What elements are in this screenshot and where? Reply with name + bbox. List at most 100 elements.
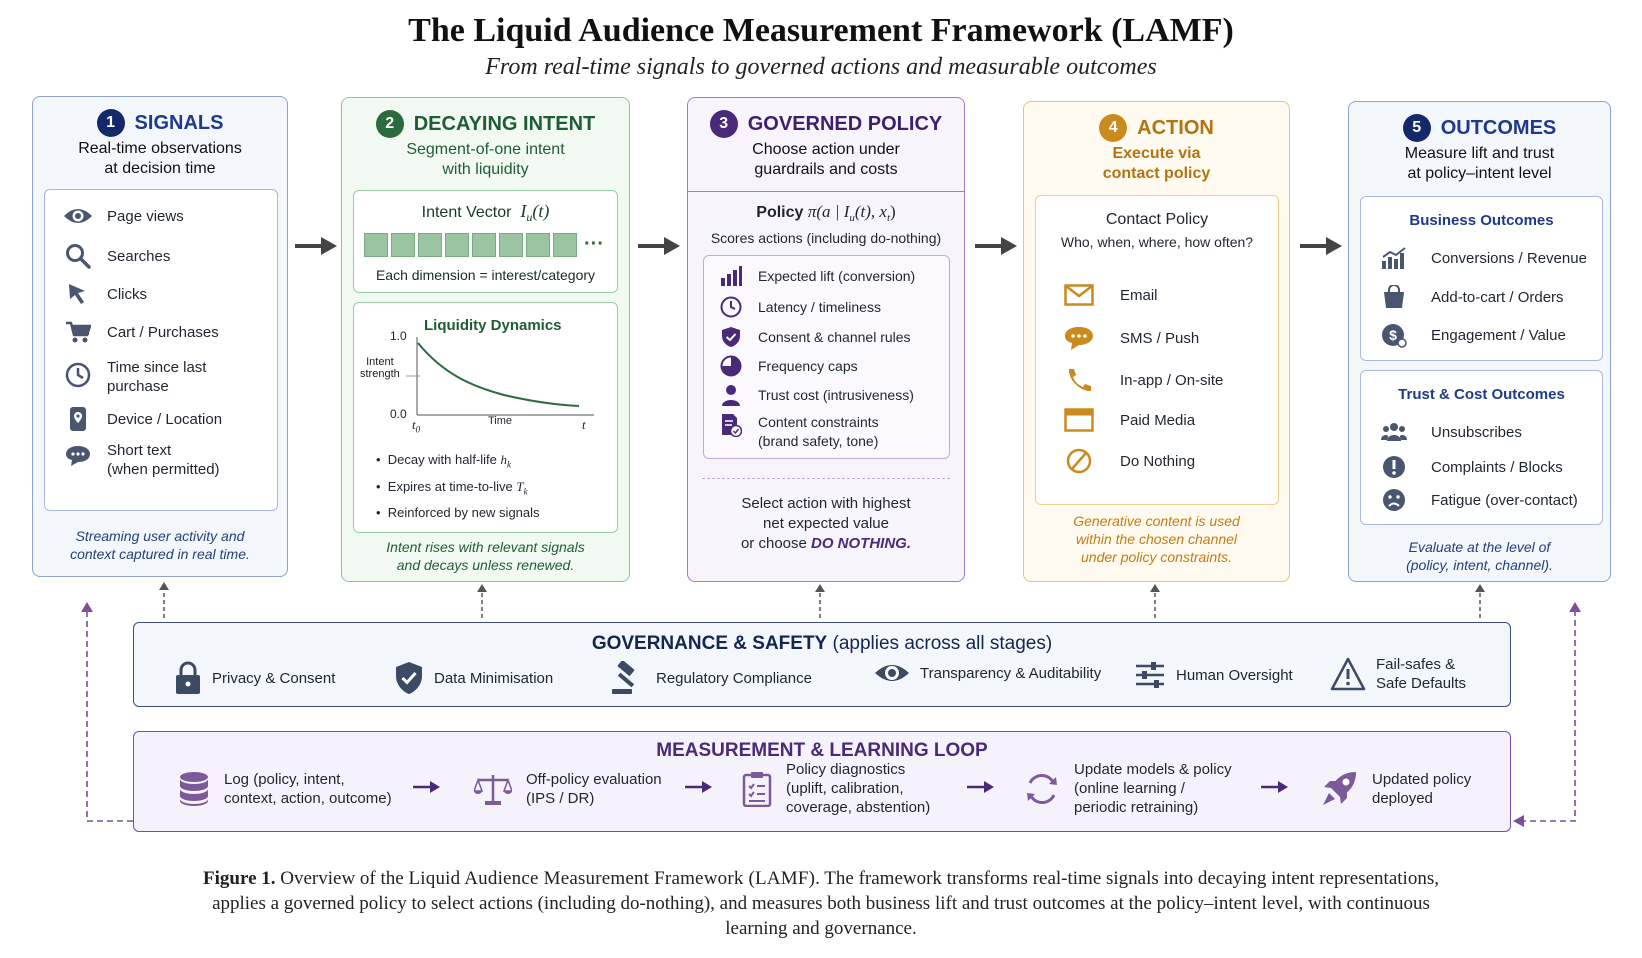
factor-frequency: Frequency caps <box>720 355 858 377</box>
vec-sub: u <box>526 210 533 225</box>
loop-label-cont: periodic retraining) <box>1074 799 1199 816</box>
stage-governed-policy: 3 GOVERNED POLICY Choose action under gu… <box>687 97 965 582</box>
intent-sub1: Segment-of-one intent <box>406 141 565 158</box>
alert-icon <box>1383 456 1405 478</box>
document-shield-icon <box>722 414 742 437</box>
svg-text:$: $ <box>1389 327 1397 343</box>
liquidity-decay-chart <box>406 337 594 416</box>
signals-sub1: Real-time observations <box>78 140 242 157</box>
loop-label: Update models & policy <box>1074 761 1232 778</box>
outcome-fatigue: Fatigue (over-contact) <box>1381 487 1578 513</box>
signal-short-text: Short text(when permitted) <box>65 441 220 479</box>
factor-latency: Latency / timeliness <box>720 296 881 318</box>
learning-loop-panel: MEASUREMENT & LEARNING LOOP Log (policy,… <box>133 731 1511 832</box>
channel-label: Paid Media <box>1120 411 1196 429</box>
policy-sub1: Choose action under <box>752 141 900 158</box>
factor-label: Trust cost (intrusiveness) <box>758 386 914 403</box>
outcome-label: Conversions / Revenue <box>1431 249 1587 267</box>
policy-header: 3 GOVERNED POLICY <box>688 110 964 138</box>
gov-label-cont: Safe Defaults <box>1376 675 1467 692</box>
shopping-bag-icon <box>1384 285 1404 308</box>
outcome-label: Complaints / Blocks <box>1431 458 1563 476</box>
outcome-unsubscribes: Unsubscribes <box>1381 421 1522 443</box>
vector-cell <box>553 233 577 257</box>
step-4-badge: 4 <box>1099 114 1128 142</box>
scales-icon <box>474 775 512 805</box>
action-heading: ACTION <box>1137 116 1214 139</box>
signal-label-cont: (when permitted) <box>107 461 220 478</box>
search-icon <box>66 244 91 269</box>
clipboard-icon <box>742 771 772 807</box>
policy-select: Select action with highest net expected … <box>688 494 964 554</box>
loop-arrow-4 <box>1261 781 1288 793</box>
figure-caption: Figure 1. Overview of the Liquid Audienc… <box>181 866 1461 941</box>
gov-label: Transparency & Auditability <box>920 664 1102 682</box>
loop-label: Updated policy <box>1372 771 1472 788</box>
vec-math: I <box>520 201 527 221</box>
select-or: or choose <box>740 535 807 552</box>
caption-lead: Overview of the <box>275 868 409 889</box>
select-line-3: or choose DO NOTHING. <box>688 534 964 554</box>
channel-paid-media: Paid Media <box>1064 408 1195 432</box>
action-foot1: Generative content is used <box>1073 513 1240 529</box>
channel-email: Email <box>1064 284 1158 306</box>
loop-step-diagnostics: Policy diagnostics(uplift, calibration,c… <box>742 760 930 817</box>
signals-foot1: Streaming user activity and <box>75 528 245 544</box>
action-sub1: Execute via <box>1112 145 1201 162</box>
factor-label: Expected lift (conversion) <box>758 267 916 284</box>
step-3-badge: 3 <box>709 110 738 138</box>
t0-sub: 0 <box>415 424 421 435</box>
outcome-engagement: $Engagement / Value <box>1381 322 1566 348</box>
stage-decaying-intent: 2 DECAYING INTENT Segment-of-one intent … <box>341 97 630 582</box>
signal-device: Device / Location <box>67 406 222 432</box>
business-outcomes-box: Business Outcomes Conversions / Revenue … <box>1360 196 1603 361</box>
loop-heading: MEASUREMENT & LEARNING LOOP <box>656 740 988 761</box>
channel-do-nothing: Do Nothing <box>1064 448 1195 474</box>
email-icon <box>1064 284 1094 306</box>
contact-policy-title: Contact Policy <box>1105 211 1209 228</box>
factor-content: Content constraints(brand safety, tone) <box>720 413 879 451</box>
vector-cell <box>391 233 415 257</box>
gov-privacy: Privacy & Consent <box>174 661 335 695</box>
x-tick-t0: t0 <box>412 417 420 435</box>
factor-consent: Consent & channel rules <box>720 326 911 348</box>
outcome-label: Add-to-cart / Orders <box>1431 288 1564 306</box>
signal-searches: Searches <box>65 243 170 269</box>
intent-dim-note: Each dimension = interest/category <box>375 267 596 283</box>
channel-label: In-app / On-site <box>1120 371 1224 389</box>
intent-foot2: and decays unless renewed. <box>396 557 575 573</box>
signals-heading: SIGNALS <box>134 111 224 134</box>
loop-step-log: Log (policy, intent,context, action, out… <box>178 770 392 808</box>
intent-header: 2 DECAYING INTENT <box>342 110 629 138</box>
loop-label-cont: (IPS / DR) <box>526 790 595 807</box>
intent-bullets: • Decay with half-life hk • Expires at t… <box>376 449 540 524</box>
y-tick-lo: 0.0 <box>390 407 407 421</box>
intent-vector-box: Intent Vector Iu(t) ··· Each dimension =… <box>353 190 618 293</box>
step-1-badge: 1 <box>96 109 125 137</box>
bullet-expires: • Expires at time-to-live Tk <box>376 478 528 497</box>
signals-foot2: context captured in real time. <box>70 546 250 562</box>
eye-icon <box>64 209 92 223</box>
step-5-badge: 5 <box>1402 114 1431 142</box>
action-foot3: under policy constraints. <box>1081 549 1232 565</box>
factor-label: Consent & channel rules <box>758 328 911 345</box>
outcome-label: Unsubscribes <box>1431 423 1522 441</box>
y-tick-hi: 1.0 <box>390 329 407 343</box>
outcomes-sub1: Measure lift and trust <box>1404 145 1555 162</box>
signal-cart: Cart / Purchases <box>65 320 219 344</box>
gov-label: Regulatory Compliance <box>656 669 812 687</box>
chat-icon <box>66 446 90 466</box>
gov-label: Data Minimisation <box>434 669 554 687</box>
gov-label: Fail-safes & <box>1376 656 1456 673</box>
policy-scores: Scores actions (including do-nothing) <box>710 230 942 246</box>
vector-cell <box>526 233 550 257</box>
intent-vector-label: Intent Vector Iu(t) <box>354 201 617 225</box>
gov-regulatory: Regulatory Compliance <box>610 661 812 695</box>
policy-math: π(a | I <box>807 202 850 221</box>
phone-icon <box>1068 369 1091 392</box>
factor-label: Content constraints <box>758 414 879 430</box>
bullet-math: h <box>500 452 508 467</box>
